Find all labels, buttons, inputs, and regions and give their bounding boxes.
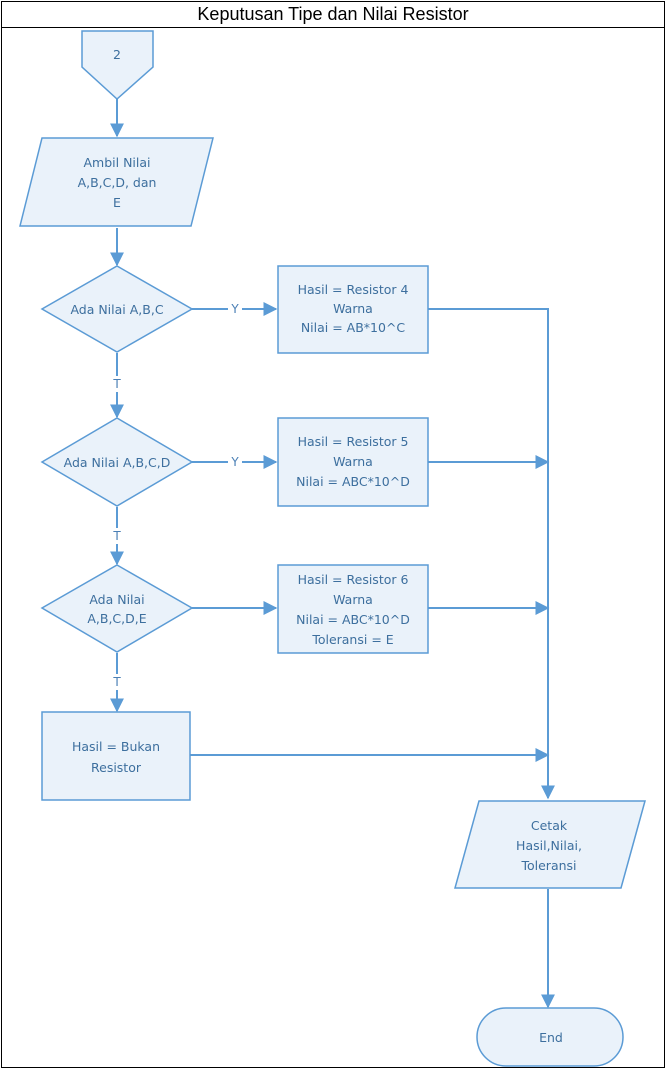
process-r4-line-2: Warna (333, 301, 373, 316)
node-decision-abcd: Ada Nilai A,B,C,D (40, 417, 194, 507)
process-r6-line-1: Hasil = Resistor 6 (298, 572, 409, 587)
process-r5-line-2: Warna (333, 454, 373, 469)
node-process-not-resistor: Hasil = Bukan Resistor (41, 711, 191, 801)
node-decision-abcde: Ada Nilai A,B,C,D,E (40, 564, 194, 653)
process-r6-line-3: Nilai = ABC*10^D (296, 612, 410, 627)
terminator-end-label: End (539, 1030, 563, 1045)
node-input-values: Ambil Nilai A,B,C,D, dan E (19, 137, 214, 227)
process-r6-line-4: Toleransi = E (311, 632, 393, 647)
edge-label-no-abc: T (112, 377, 121, 391)
input-values-line-2: A,B,C,D, dan (78, 175, 157, 190)
process-r5-line-3: Nilai = ABC*10^D (296, 474, 410, 489)
node-process-r6: Hasil = Resistor 6 Warna Nilai = ABC*10^… (277, 564, 429, 654)
decision-abcde-line-1: Ada Nilai (89, 592, 144, 607)
decision-abc-label: Ada Nilai A,B,C (70, 302, 163, 317)
edge-label-yes-abc: Y (230, 302, 239, 316)
decision-abcd-label: Ada Nilai A,B,C,D (64, 455, 171, 470)
process-r4-line-1: Hasil = Resistor 4 (298, 282, 409, 297)
output-print-line-3: Toleransi (520, 858, 576, 873)
node-process-r4: Hasil = Resistor 4 Warna Nilai = AB*10^C (277, 265, 429, 354)
node-process-r5: Hasil = Resistor 5 Warna Nilai = ABC*10^… (277, 417, 429, 507)
process-not-resistor-line-2: Resistor (91, 760, 142, 775)
decision-abcde-line-2: A,B,C,D,E (87, 611, 146, 626)
process-r6-line-2: Warna (333, 592, 373, 607)
edge-labels: Y T Y T T (110, 301, 242, 690)
input-values-line-1: Ambil Nilai (83, 155, 150, 170)
connector-start-label: 2 (113, 47, 121, 62)
edge-label-yes-abcd: Y (230, 455, 239, 469)
input-values-line-3: E (113, 195, 121, 210)
process-r4-line-3: Nilai = AB*10^C (301, 320, 406, 335)
output-print-line-2: Hasil,Nilai, (516, 838, 582, 853)
edge-r4-to-merge (428, 308, 555, 800)
node-output-print: Cetak Hasil,Nilai, Toleransi (454, 800, 646, 889)
edge-label-no-abcd: T (112, 529, 121, 543)
process-not-resistor-line-1: Hasil = Bukan (72, 739, 160, 754)
connectors (110, 99, 555, 1009)
diagram-title: Keputusan Tipe dan Nilai Resistor (1, 1, 665, 28)
node-connector-start: 2 (81, 30, 154, 101)
node-terminator-end: End (476, 1007, 624, 1067)
edge-label-no-abcde: T (112, 675, 121, 689)
output-print-line-1: Cetak (531, 818, 568, 833)
process-r5-line-1: Hasil = Resistor 5 (298, 434, 409, 449)
node-decision-abc: Ada Nilai A,B,C (40, 265, 194, 353)
